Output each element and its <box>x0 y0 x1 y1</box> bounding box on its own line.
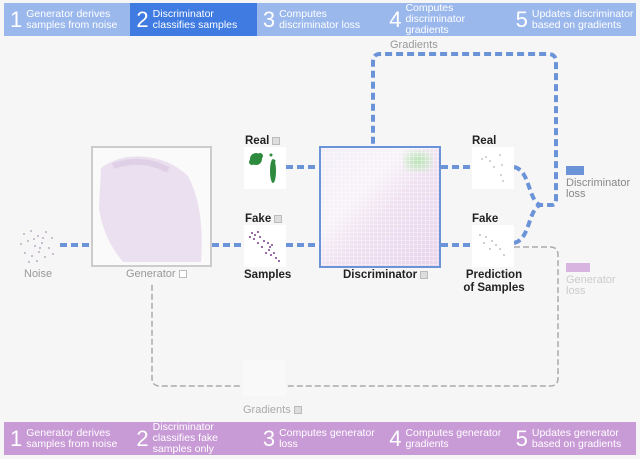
prediction-fake-scatter-icon <box>479 234 505 256</box>
discriminator-checkbox[interactable] <box>420 270 429 279</box>
real-samples-thumbnail <box>244 147 286 189</box>
discriminator-heatmap <box>319 146 441 268</box>
noise-label: Noise <box>24 268 53 280</box>
generator-label: Generator <box>126 268 187 280</box>
top-gradients-label: Gradients <box>390 39 438 51</box>
real-samples-label: Real <box>245 135 281 147</box>
discriminator-loss-label: Discriminator loss <box>566 177 631 200</box>
fake-samples-checkbox[interactable] <box>274 214 283 223</box>
samples-label: Samples <box>244 269 292 281</box>
generator-loss-swatch <box>566 263 590 272</box>
generator-gradients-path <box>151 246 559 387</box>
noise-thumbnail <box>16 226 58 266</box>
prediction-real-scatter-icon <box>481 154 504 182</box>
prediction-of-samples-label: Prediction of Samples <box>463 269 525 294</box>
prediction-real-label: Real <box>472 135 497 147</box>
generator-gradients-thumbnail <box>242 360 286 396</box>
generator-visualization <box>91 146 212 267</box>
prediction-real-thumbnail <box>472 147 514 189</box>
real-samples-checkbox[interactable] <box>272 136 281 145</box>
generator-manifold-icon <box>99 156 202 262</box>
fake-samples-thumbnail <box>244 225 286 267</box>
bottom-gradients-label: Gradients <box>243 404 302 416</box>
fake-samples-label: Fake <box>245 213 283 225</box>
discriminator-loss-swatch <box>566 166 584 175</box>
gradients-checkbox[interactable] <box>293 406 302 415</box>
real-region-highlight <box>403 150 433 172</box>
generator-checkbox[interactable] <box>178 270 187 279</box>
discriminator-gradients-path <box>371 52 558 245</box>
discriminator-label: Discriminator <box>343 269 429 281</box>
prediction-fake-label: Fake <box>472 213 499 225</box>
prediction-fake-thumbnail <box>472 225 514 267</box>
generator-loss-label: Generator loss <box>566 274 616 297</box>
real-scatter-icon <box>249 153 276 183</box>
fake-scatter-icon <box>249 231 280 262</box>
noise-scatter-icon <box>20 230 54 263</box>
